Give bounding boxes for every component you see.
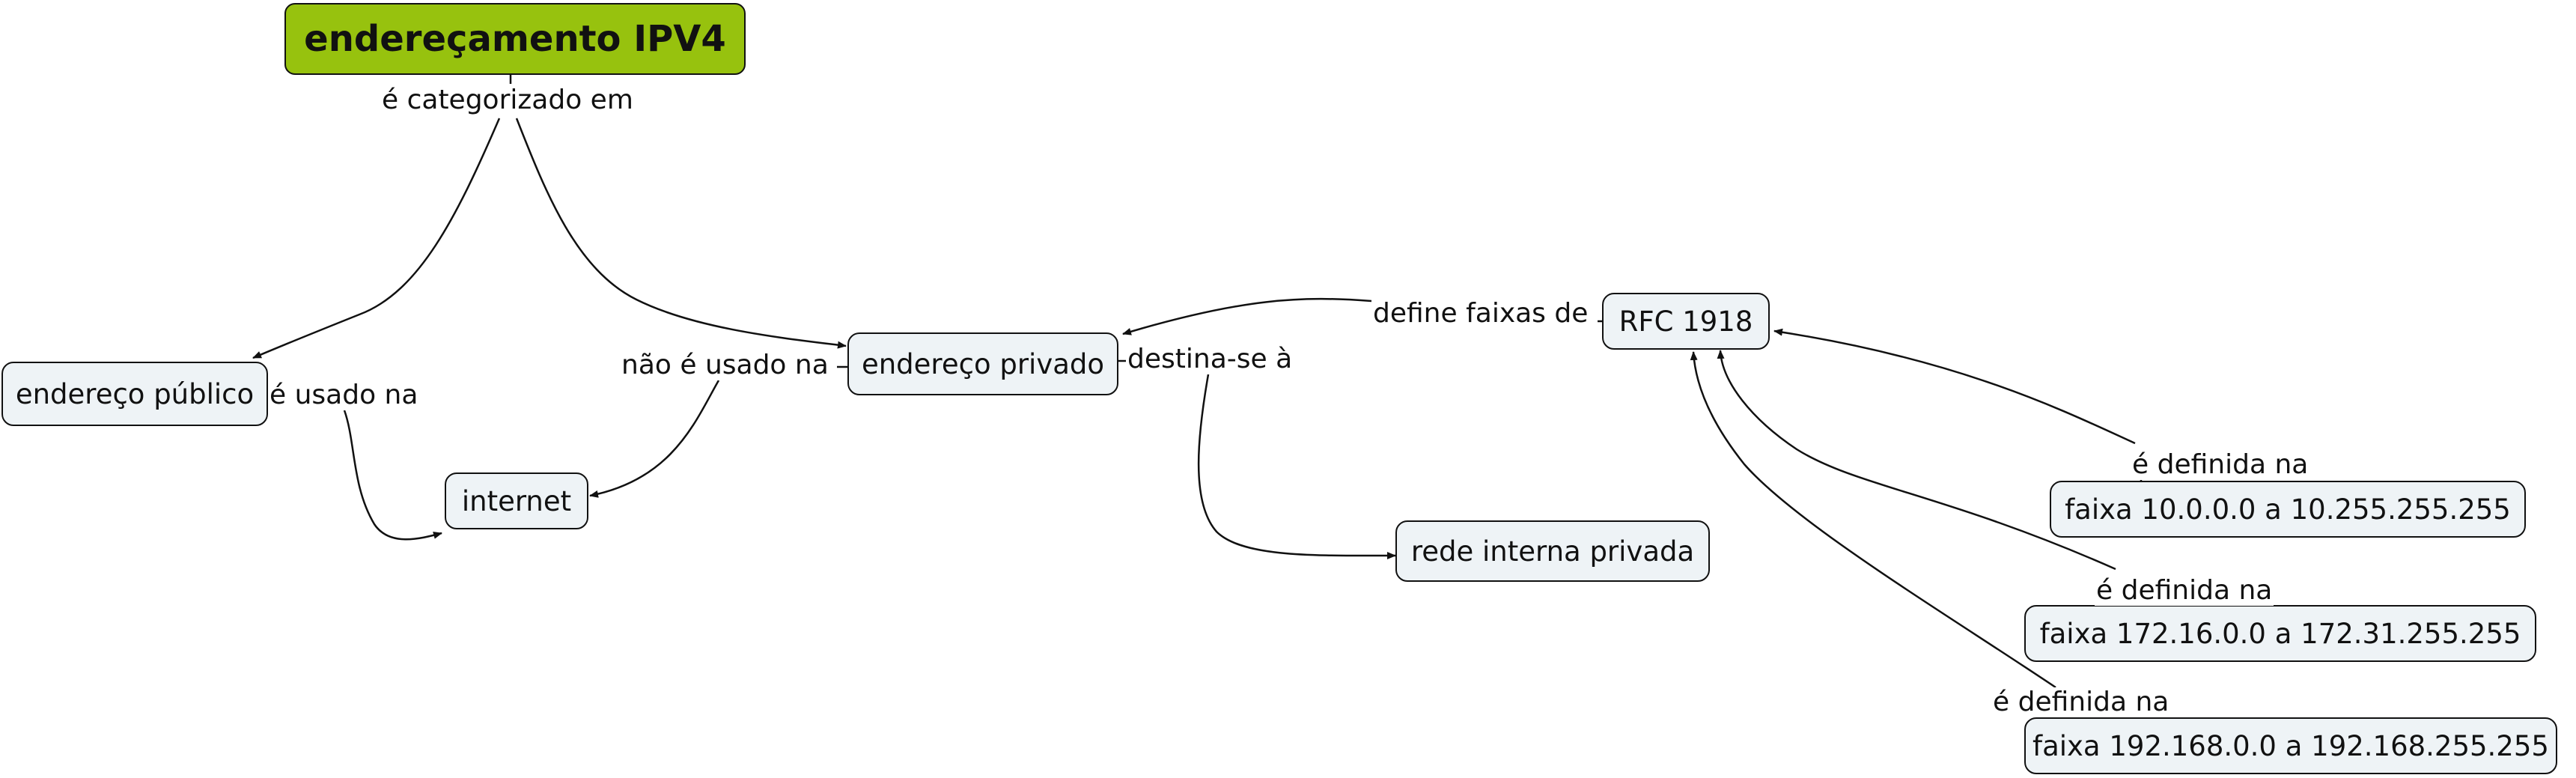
node-internet[interactable]: internet — [445, 472, 588, 529]
node-faixa-10[interactable]: faixa 10.0.0.0 a 10.255.255.255 — [2050, 481, 2526, 538]
node-faixa-172[interactable]: faixa 172.16.0.0 a 172.31.255.255 — [2024, 605, 2536, 662]
node-faixa-192[interactable]: faixa 192.168.0.0 a 192.168.255.255 — [2024, 717, 2557, 774]
connector-definida3-to-rfc — [1690, 351, 2056, 689]
node-enderecamento-ipv4[interactable]: endereçamento IPV4 — [284, 3, 746, 75]
connector-definida2-to-rfc — [1717, 350, 2116, 571]
node-endereco-publico[interactable]: endereço público — [1, 362, 268, 426]
link-label-nao-usado: não é usado na — [620, 350, 830, 380]
connector-destina-to-rede — [1197, 374, 1396, 560]
connector-definida1-to-rfc — [1773, 328, 2136, 445]
connector-categorizado-to-publico — [252, 118, 501, 359]
node-rede-interna-privada[interactable]: rede interna privada — [1395, 520, 1710, 582]
connector-naousado-to-internet — [589, 380, 720, 498]
connector-usado-to-internet — [343, 410, 442, 541]
node-endereco-privado[interactable]: endereço privado — [847, 332, 1118, 395]
link-label-categorizado: é categorizado em — [380, 85, 635, 115]
link-label-definida-1: é definida na — [2131, 449, 2310, 480]
node-rfc-1918[interactable]: RFC 1918 — [1602, 293, 1770, 350]
connector-define-to-privado — [1122, 297, 1372, 335]
link-label-define: define faixas de — [1371, 298, 1590, 329]
connector-categorizado-to-privado — [515, 118, 847, 349]
link-label-usado: é usado na — [268, 380, 420, 410]
link-label-definida-2: é definida na — [2095, 575, 2274, 606]
link-label-destina: destina-se à — [1126, 344, 1294, 374]
link-label-definida-3: é definida na — [1991, 687, 2171, 717]
